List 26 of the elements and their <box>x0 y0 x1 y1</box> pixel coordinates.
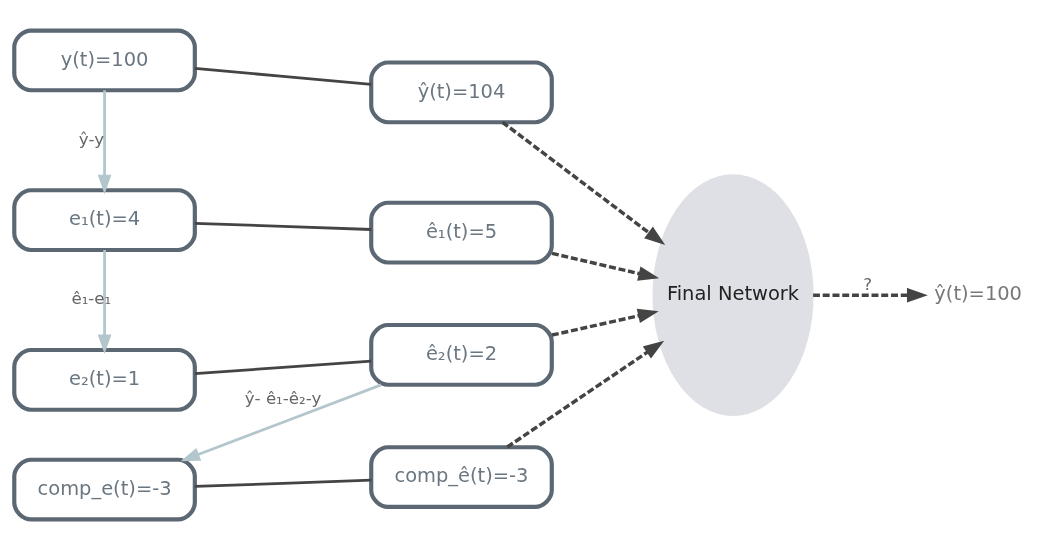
arrow <box>813 287 928 303</box>
node-ellipse: Final Network <box>652 174 814 416</box>
edge-label: ŷ-y <box>78 129 105 149</box>
arrow <box>97 250 112 355</box>
edge-label: ? <box>863 275 873 295</box>
node-box: ŷ(t)=104 <box>369 60 554 125</box>
arrow <box>180 383 382 462</box>
arrow <box>501 120 666 245</box>
arrow <box>506 340 665 449</box>
arrow <box>551 251 660 281</box>
node-box: y(t)=100 <box>12 28 197 93</box>
node-box: ê₂(t)=2 <box>369 322 554 387</box>
edge-label: ŷ- ê₁-ê₂-y <box>244 389 322 409</box>
connector <box>194 478 372 488</box>
node-text: ŷ(t)=100 <box>934 282 1023 306</box>
connector <box>194 359 372 375</box>
node-box: e₁(t)=4 <box>12 188 197 253</box>
edge-label: ê₁-e₁ <box>71 289 112 309</box>
node-box: comp_ê(t)=-3 <box>369 445 554 510</box>
node-box: e₂(t)=1 <box>12 347 197 412</box>
node-box: ê₁(t)=5 <box>369 200 554 265</box>
connector <box>194 67 372 86</box>
arrow <box>551 308 659 337</box>
node-box: comp_e(t)=-3 <box>12 457 197 522</box>
connector <box>194 221 372 231</box>
arrow <box>97 90 112 195</box>
